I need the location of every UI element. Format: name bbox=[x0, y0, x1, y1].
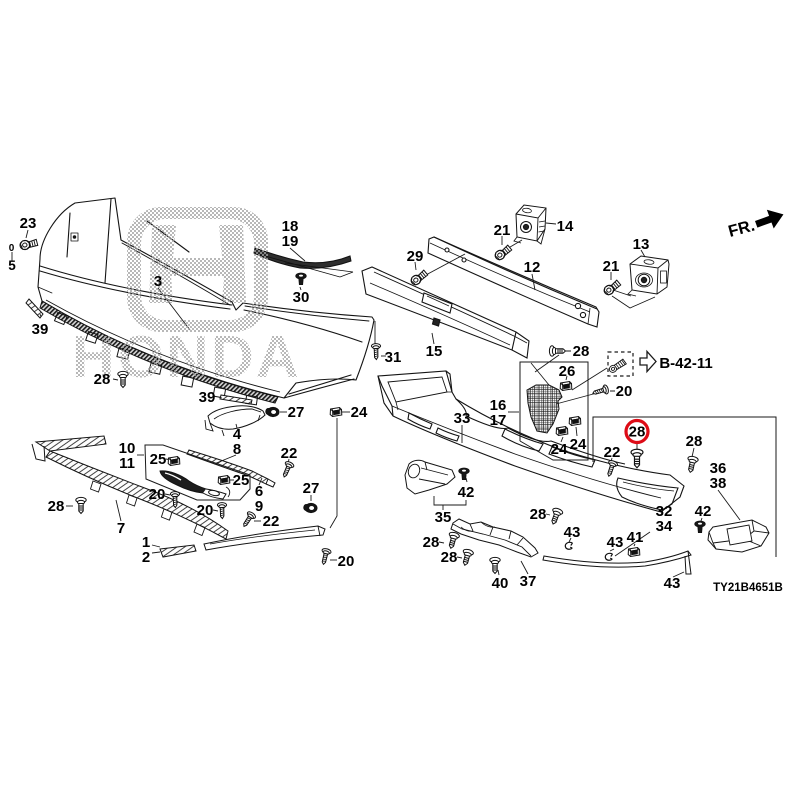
svg-text:22: 22 bbox=[263, 513, 280, 530]
svg-text:21: 21 bbox=[494, 222, 511, 239]
svg-text:6: 6 bbox=[255, 483, 263, 500]
svg-text:37: 37 bbox=[520, 573, 537, 590]
svg-text:7: 7 bbox=[117, 520, 125, 537]
svg-text:4: 4 bbox=[233, 426, 242, 443]
svg-text:20: 20 bbox=[197, 502, 214, 519]
svg-text:24: 24 bbox=[570, 436, 587, 453]
svg-text:H: H bbox=[72, 324, 115, 390]
svg-text:18: 18 bbox=[282, 218, 299, 235]
svg-text:11: 11 bbox=[119, 455, 135, 472]
svg-text:12: 12 bbox=[524, 259, 541, 276]
svg-text:9: 9 bbox=[255, 498, 263, 515]
svg-text:8: 8 bbox=[233, 441, 241, 458]
svg-text:39: 39 bbox=[32, 321, 49, 338]
svg-text:28: 28 bbox=[686, 433, 703, 450]
svg-text:20: 20 bbox=[616, 383, 633, 400]
svg-text:42: 42 bbox=[458, 484, 475, 501]
svg-text:22: 22 bbox=[604, 444, 621, 461]
svg-text:A: A bbox=[256, 324, 299, 390]
svg-text:30: 30 bbox=[293, 289, 310, 306]
svg-text:20: 20 bbox=[149, 486, 166, 503]
svg-text:42: 42 bbox=[695, 503, 712, 520]
svg-text:33: 33 bbox=[454, 410, 471, 427]
svg-text:0: 0 bbox=[9, 243, 15, 254]
svg-text:36: 36 bbox=[710, 460, 727, 477]
svg-text:28: 28 bbox=[629, 424, 646, 441]
svg-text:35: 35 bbox=[435, 509, 452, 526]
svg-text:TY21B4651B: TY21B4651B bbox=[713, 582, 783, 594]
svg-text:22: 22 bbox=[281, 445, 298, 462]
svg-text:28: 28 bbox=[94, 371, 111, 388]
svg-text:29: 29 bbox=[407, 248, 424, 265]
svg-text:2: 2 bbox=[142, 549, 150, 566]
svg-text:38: 38 bbox=[710, 475, 727, 492]
svg-text:43: 43 bbox=[607, 534, 624, 551]
svg-text:25: 25 bbox=[150, 451, 167, 468]
svg-text:40: 40 bbox=[492, 575, 509, 592]
svg-text:28: 28 bbox=[573, 343, 590, 360]
svg-text:19: 19 bbox=[282, 233, 299, 250]
svg-text:27: 27 bbox=[303, 480, 320, 497]
svg-text:28: 28 bbox=[530, 506, 547, 523]
svg-text:28: 28 bbox=[423, 534, 440, 551]
svg-text:5: 5 bbox=[8, 258, 16, 273]
svg-text:1: 1 bbox=[142, 534, 150, 551]
svg-text:3: 3 bbox=[154, 273, 162, 290]
svg-text:26: 26 bbox=[559, 363, 576, 380]
svg-text:17: 17 bbox=[490, 412, 507, 429]
svg-text:41: 41 bbox=[627, 529, 644, 546]
svg-text:43: 43 bbox=[564, 524, 581, 541]
svg-text:N: N bbox=[166, 324, 209, 390]
svg-text:14: 14 bbox=[557, 218, 574, 235]
svg-text:13: 13 bbox=[633, 236, 650, 253]
svg-text:25: 25 bbox=[233, 472, 250, 489]
svg-text:21: 21 bbox=[603, 258, 620, 275]
svg-text:B-42-11: B-42-11 bbox=[659, 355, 712, 372]
svg-text:28: 28 bbox=[48, 498, 65, 515]
svg-text:O: O bbox=[118, 324, 164, 390]
svg-text:32: 32 bbox=[656, 503, 673, 520]
svg-text:34: 34 bbox=[656, 518, 673, 535]
svg-text:D: D bbox=[211, 324, 254, 390]
svg-text:28: 28 bbox=[441, 549, 458, 566]
svg-text:24: 24 bbox=[351, 404, 368, 421]
svg-text:23: 23 bbox=[20, 215, 37, 232]
svg-text:43: 43 bbox=[664, 575, 681, 592]
svg-text:15: 15 bbox=[426, 343, 443, 360]
svg-text:24: 24 bbox=[551, 441, 568, 458]
svg-text:39: 39 bbox=[199, 389, 216, 406]
svg-text:31: 31 bbox=[385, 349, 402, 366]
svg-text:20: 20 bbox=[338, 553, 355, 570]
svg-text:27: 27 bbox=[288, 404, 305, 421]
svg-text:16: 16 bbox=[490, 397, 507, 414]
svg-text:10: 10 bbox=[119, 440, 136, 457]
